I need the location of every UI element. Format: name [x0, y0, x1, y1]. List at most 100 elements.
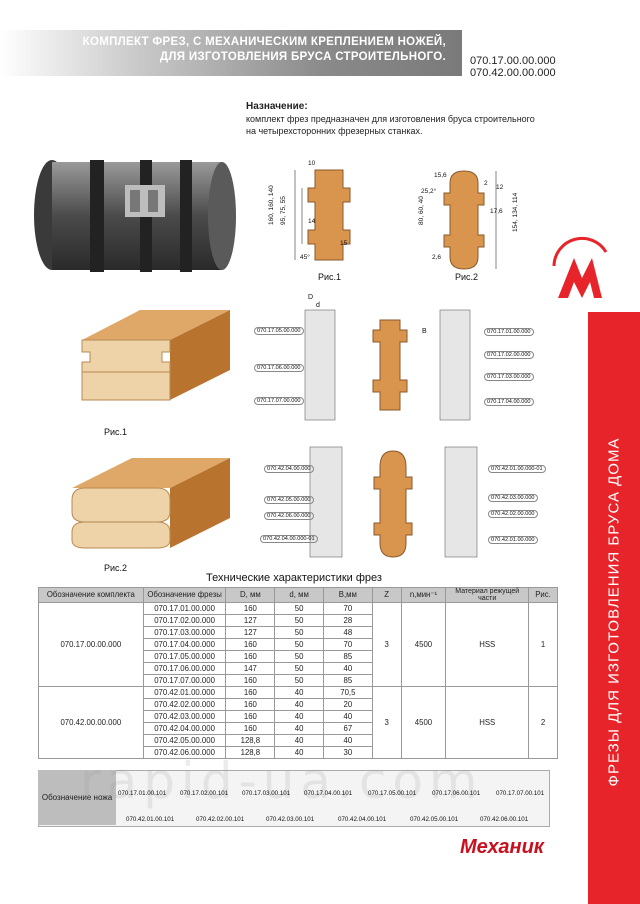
assembly-code: 070.17.03.00.000: [484, 373, 534, 381]
table-cell: 128,8: [225, 734, 276, 747]
assembly-code: 070.42.05.00.000: [264, 496, 314, 504]
table-cell: 50: [274, 602, 324, 615]
brand-logo-icon: [552, 236, 608, 298]
table-cell: 160: [225, 650, 276, 663]
assembly-code: 070.42.04.00.000: [264, 465, 314, 473]
table-cell: 40: [274, 698, 324, 711]
assembly-code: 070.42.01.00.000: [488, 536, 538, 544]
knife-code: 070.42.02.00.101: [196, 816, 245, 823]
knife-strip: [38, 770, 550, 827]
table-cell: 40: [274, 746, 324, 759]
spec-title: Технические характеристики фрез: [206, 572, 382, 584]
spec-table: Обозначение комплекта Обозначение фрезы …: [38, 587, 558, 759]
fig2-label: Рис.2: [455, 272, 479, 282]
table-cell: 40: [274, 734, 324, 747]
knife-code: 070.17.01.00.101: [118, 790, 167, 797]
knife-label: Обозначение ножа: [38, 770, 116, 825]
table-cell: 85: [322, 650, 373, 663]
col-header: d, мм: [274, 587, 324, 603]
table-cell: 070.17.05.00.000: [142, 650, 227, 663]
assembly-code: 070.17.02.00.000: [484, 351, 534, 359]
table-cell: 128,8: [225, 746, 276, 759]
table-cell: 160: [225, 674, 276, 687]
dim-label: 14: [308, 218, 316, 225]
table-cell: 160: [225, 602, 276, 615]
col-header: Обозначение комплекта: [38, 587, 144, 603]
col-header: n,мин⁻¹: [400, 587, 447, 603]
table-cell: 127: [225, 614, 276, 627]
dim-letter: d: [316, 302, 320, 309]
profile-drawing-2: [443, 170, 497, 270]
assembly-code: 070.17.04.00.000: [484, 398, 534, 406]
table-cell: HSS: [445, 602, 530, 687]
table-cell: 40: [274, 686, 324, 699]
cutter-photo: [34, 160, 236, 272]
fig2-photo-label: Рис.2: [104, 563, 128, 573]
table-cell: 160: [225, 722, 276, 735]
header-banner: КОМПЛЕКТ ФРЕЗ, С МЕХАНИЧЕСКИМ КРЕПЛЕНИЕМ…: [0, 30, 462, 76]
table-cell: 070.17.02.00.000: [142, 614, 227, 627]
assembly-code: 070.17.07.00.000: [254, 397, 304, 405]
product-codes: 070.17.00.00.000 070.42.00.00.000: [470, 55, 556, 79]
page-title: КОМПЛЕКТ ФРЕЗ, С МЕХАНИЧЕСКИМ КРЕПЛЕНИЕМ…: [82, 36, 446, 63]
dim-label: 25,2°: [421, 188, 437, 195]
fig1-label: Рис.1: [318, 272, 342, 282]
table-cell: 070.42.04.00.000: [142, 722, 227, 735]
purpose-block: Назначение: комплект фрез предназначен д…: [246, 100, 546, 137]
table-cell: 50: [274, 674, 324, 687]
dim-letter: B: [422, 328, 427, 335]
table-cell: 40: [322, 662, 373, 675]
table-cell: 1: [528, 602, 558, 687]
dim-label: 15: [340, 240, 348, 247]
timber-photo-1: [81, 310, 230, 401]
assembly-code: 070.17.06.00.000: [254, 364, 304, 372]
dim-label: 2,6: [432, 254, 442, 261]
timber-photo-2: [71, 458, 230, 549]
table-cell: 50: [274, 614, 324, 627]
knife-code: 070.42.05.00.101: [410, 816, 459, 823]
knife-code: 070.17.03.00.101: [242, 790, 291, 797]
table-cell: 50: [274, 626, 324, 639]
table-cell: 40: [322, 734, 373, 747]
dim-label: 2: [484, 180, 488, 187]
table-cell: 40: [274, 722, 324, 735]
col-header: B,мм: [322, 587, 373, 603]
dim-label: 95, 75, 55: [280, 196, 287, 225]
dim-label: 17,6: [490, 208, 503, 215]
table-cell: 70: [322, 602, 373, 615]
col-header: Обозначение фрезы: [142, 587, 227, 603]
brand-name: Механик: [460, 836, 544, 858]
dim-label: 10: [308, 160, 316, 167]
table-cell: 070.17.03.00.000: [142, 626, 227, 639]
table-cell: 4500: [400, 602, 447, 687]
assembly-code: 070.42.03.00.000: [488, 494, 538, 502]
table-cell: 127: [225, 626, 276, 639]
assembly-code: 070.42.06.00.000: [264, 512, 314, 520]
dim-label: 160, 160, 140: [268, 185, 275, 225]
table-cell: 070.17.04.00.000: [142, 638, 227, 651]
table-cell: 50: [274, 650, 324, 663]
table-cell: 70,5: [322, 686, 373, 699]
knife-code: 070.42.04.00.101: [338, 816, 387, 823]
knife-code: 070.17.04.00.101: [304, 790, 353, 797]
col-header: Рис.: [528, 587, 558, 603]
table-cell: 2: [528, 686, 558, 759]
sidebar-title: ФРЕЗЫ ДЛЯ ИЗГОТОВЛЕНИЯ БРУСА ДОМА: [605, 437, 623, 787]
col-header: Материал режущей части: [445, 587, 530, 603]
table-cell: 3: [371, 686, 402, 759]
dim-label: 15,6: [434, 172, 447, 179]
knife-code: 070.17.06.00.101: [432, 790, 481, 797]
table-header-row: Обозначение комплекта Обозначение фрезы …: [38, 587, 558, 603]
knife-code: 070.17.05.00.101: [368, 790, 417, 797]
dim-label: 154, 134, 114: [512, 192, 519, 232]
